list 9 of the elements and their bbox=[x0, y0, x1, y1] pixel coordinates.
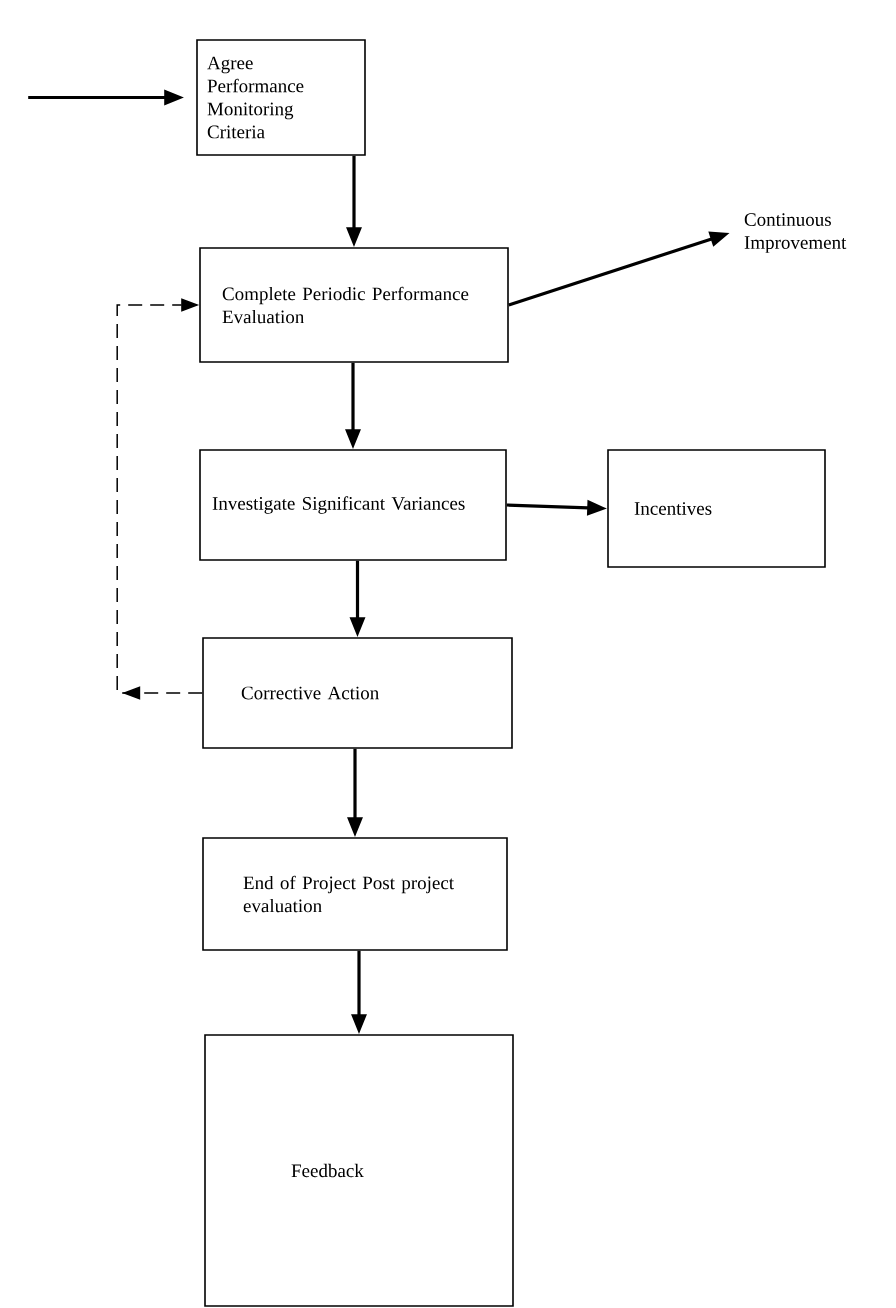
process-box: Corrective Action bbox=[202, 637, 513, 749]
arrow bbox=[116, 298, 203, 700]
process-box: End of Project Post project evaluation bbox=[202, 837, 508, 951]
process-box: Feedback bbox=[204, 1034, 514, 1307]
process-box: Incentives bbox=[607, 449, 826, 568]
process-box: Complete Periodic Performance Evaluation bbox=[199, 247, 509, 363]
process-box: Agree Performance Monitoring Criteria bbox=[196, 39, 366, 156]
process-box: Investigate Significant Variances bbox=[199, 449, 507, 561]
outcome-text: Continuous Improvement bbox=[744, 213, 847, 253]
